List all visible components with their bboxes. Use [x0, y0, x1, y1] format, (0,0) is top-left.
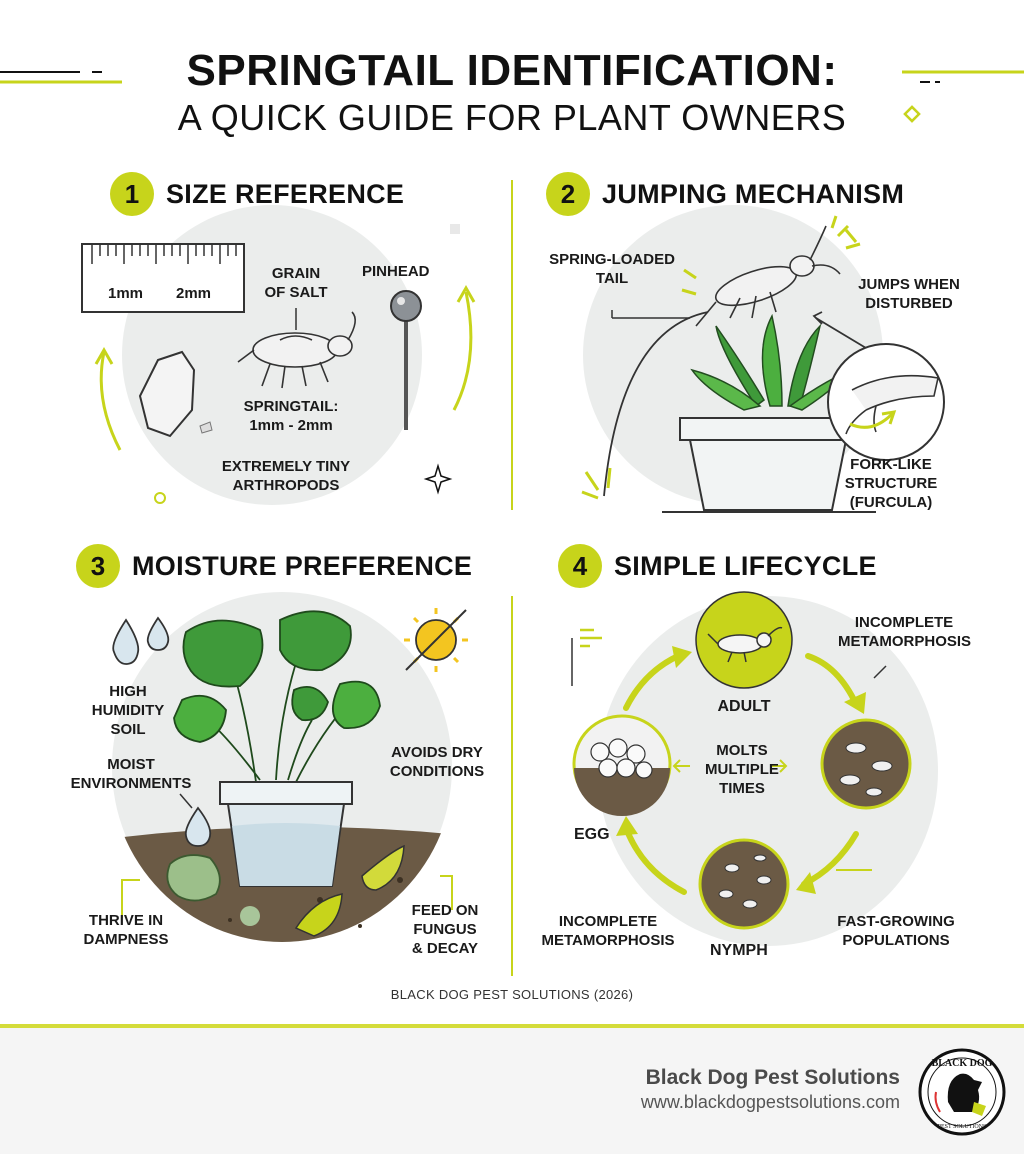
size-reference-illustration [81, 224, 476, 504]
springtail-icon [237, 311, 356, 389]
molts-multiple-times-label: MOLTS MULTIPLE TIMES [705, 742, 779, 797]
incomplete-metamorphosis-top-label: INCOMPLETE METAMORPHOSIS [838, 614, 972, 650]
springtail-size-label: SPRINGTAIL: 1mm - 2mm [243, 398, 339, 434]
section-jumping-header: 2 JUMPING MECHANISM [546, 172, 904, 216]
jumps-when-disturbed-label: JUMPS WHEN DISTURBED [858, 276, 960, 312]
section-number-badge: 3 [76, 544, 120, 588]
section-title: JUMPING MECHANISM [602, 178, 905, 209]
footer-band [0, 1028, 1024, 1154]
water-drop-icon [112, 618, 140, 665]
svg-text:PEST SOLUTIONS: PEST SOLUTIONS [938, 1124, 987, 1130]
jumping-illustration [581, 215, 945, 513]
page-title: SPRINGTAIL IDENTIFICATION: [186, 46, 838, 95]
brand-name: Black Dog Pest Solutions [645, 1066, 900, 1089]
nymph-label: NYMPH [710, 942, 768, 959]
fast-growing-populations-label: FAST-GROWING POPULATIONS [837, 913, 955, 949]
black-dog-logo-icon: BLACK DOG PEST SOLUTIONS [918, 1048, 1006, 1136]
divider-bottom [511, 596, 513, 976]
brand-url[interactable]: www.blackdogpestsolutions.com [640, 1092, 900, 1112]
water-drop-icon [184, 806, 212, 847]
divider-top [511, 180, 513, 510]
section-title: MOISTURE PREFERENCE [132, 550, 473, 581]
ruler-label-2mm: 2mm [176, 285, 212, 302]
ruler-label-1mm: 1mm [108, 285, 144, 302]
moisture-illustration [110, 608, 468, 942]
juvenile-stage-icon [820, 718, 912, 810]
page-subtitle: A QUICK GUIDE FOR PLANT OWNERS [177, 97, 847, 138]
incomplete-metamorphosis-bottom-label: INCOMPLETE METAMORPHOSIS [541, 913, 675, 949]
egg-label: EGG [574, 826, 610, 843]
svg-text:BLACK DOG: BLACK DOG [932, 1058, 993, 1069]
section-lifecycle-header: 4 SIMPLE LIFECYCLE [558, 544, 877, 588]
section-number-badge: 2 [546, 172, 590, 216]
ruler-icon [81, 243, 245, 313]
high-humidity-soil-label: HIGH HUMIDITY SOIL [91, 683, 165, 738]
salt-crystal-icon [138, 350, 196, 438]
fungus-icon [166, 854, 221, 902]
potted-plant-icon [662, 313, 876, 513]
feed-on-fungus-label: FEED ON FUNGUS & DECAY [411, 902, 479, 957]
header-decor-lines [0, 70, 1024, 123]
adult-label: ADULT [717, 698, 771, 715]
moist-environments-label: MOIST ENVIRONMENTS [70, 756, 192, 792]
pinhead-icon [390, 290, 422, 430]
pinhead-label: PINHEAD [362, 263, 430, 280]
adult-stage-icon [695, 591, 793, 689]
spring-loaded-tail-label: SPRING-LOADED TAIL [549, 251, 675, 287]
dead-leaf-icon [294, 893, 343, 937]
section-number-badge: 4 [558, 544, 602, 588]
tiny-arthropods-label: EXTREMELY TINY ARTHROPODS [221, 458, 351, 494]
water-drop-icon [146, 616, 170, 651]
egg-stage-icon [572, 714, 672, 816]
nymph-stage-icon [698, 838, 790, 930]
section-title: SIZE REFERENCE [166, 178, 405, 209]
lifecycle-illustration [571, 591, 912, 930]
pot-icon [219, 781, 353, 887]
section-size-reference-header: 1 SIZE REFERENCE [110, 172, 404, 216]
furcula-zoom-icon [827, 343, 945, 461]
source-credit: BLACK DOG PEST SOLUTIONS (2026) [390, 987, 634, 1002]
section-number-badge: 1 [110, 172, 154, 216]
section-moisture-header: 3 MOISTURE PREFERENCE [76, 544, 472, 588]
footer-divider [0, 1024, 1024, 1028]
monstera-plant-icon [173, 610, 381, 783]
crossed-out-sun-icon [404, 608, 468, 672]
avoids-dry-conditions-label: AVOIDS DRY CONDITIONS [389, 744, 485, 780]
section-title: SIMPLE LIFECYCLE [614, 550, 877, 581]
dead-leaf-icon [361, 844, 405, 891]
thrive-in-dampness-label: THRIVE IN DAMPNESS [83, 912, 169, 948]
furcula-label: FORK-LIKE STRUCTURE (FURCULA) [844, 456, 938, 511]
grain-of-salt-label: GRAIN OF SALT [264, 265, 328, 301]
jumping-springtail-icon [695, 225, 841, 327]
